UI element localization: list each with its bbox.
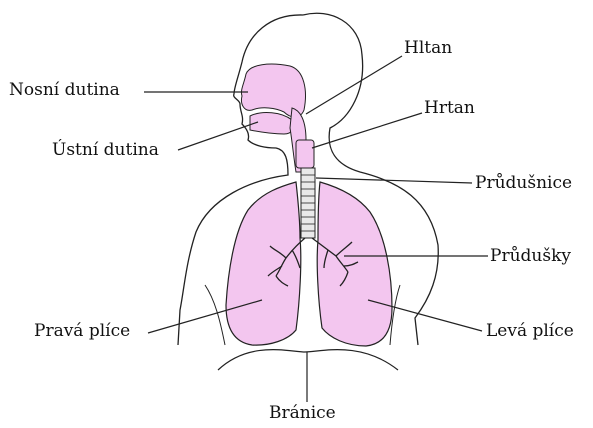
- label-prudusnice: Průdušnice: [475, 175, 572, 192]
- rib-line-left: [205, 285, 225, 345]
- label-hrtan: Hrtan: [424, 100, 475, 117]
- trachea-shape: [301, 168, 315, 238]
- label-prudusky: Průdušky: [490, 248, 571, 265]
- label-prava-plice: Pravá plíce: [34, 323, 130, 340]
- label-hltan: Hltan: [404, 40, 452, 57]
- leader-hltan: [306, 56, 402, 114]
- diaphragm: [218, 350, 398, 370]
- label-leva-plice: Levá plíce: [486, 323, 574, 340]
- right-lung-shape: [226, 182, 301, 345]
- oral-cavity-shape: [250, 113, 294, 134]
- label-ustni-dutina: Ústní dutina: [52, 142, 159, 159]
- leader-hrtan: [312, 113, 422, 148]
- label-nosni-dutina: Nosní dutina: [9, 82, 120, 99]
- leader-prudusnice: [316, 178, 472, 183]
- nasal-cavity-shape: [241, 64, 305, 117]
- label-branice: Bránice: [269, 405, 336, 422]
- larynx-shape: [296, 140, 314, 168]
- leader-ustni-dutina: [178, 122, 258, 150]
